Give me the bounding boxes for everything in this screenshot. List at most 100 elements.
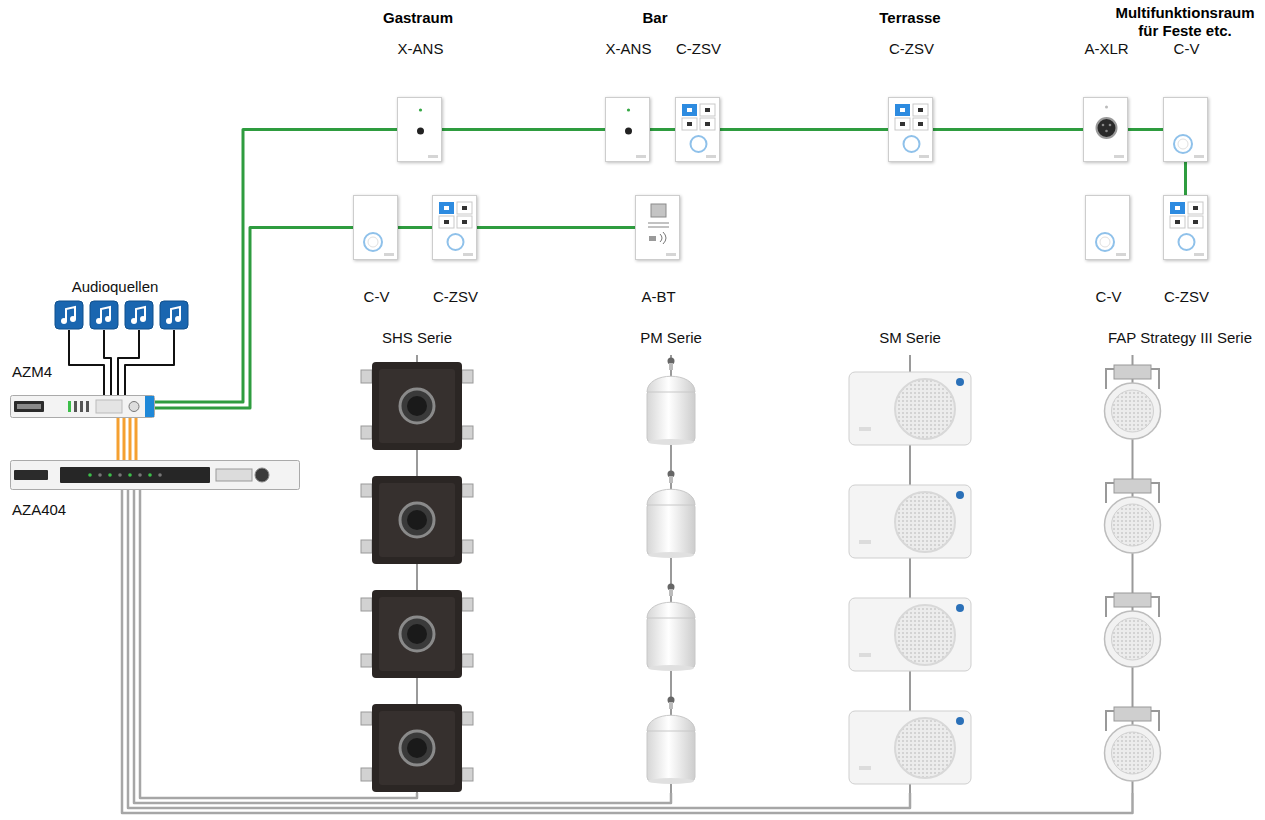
sensor [625, 128, 632, 135]
button-glyph [1175, 220, 1180, 224]
button [700, 104, 715, 116]
cable [122, 490, 1133, 813]
cable [1184, 162, 1187, 195]
xlr-pin [1109, 124, 1112, 127]
mount-bracket [361, 370, 372, 383]
button-glyph [687, 108, 692, 112]
wall-panel: X-ANS [605, 97, 650, 162]
pairing-button [651, 204, 666, 217]
bass-port [859, 653, 871, 657]
level-meter [80, 401, 83, 412]
speaker-port [407, 510, 427, 530]
illustration-group [1174, 135, 1204, 158]
bluetooth-symbol [649, 236, 656, 241]
button [1188, 216, 1203, 228]
panel-label: X-ANS [606, 40, 652, 58]
audio-source-icon [55, 301, 83, 329]
device-illustration [1100, 355, 1165, 793]
speaker-baffle [379, 711, 455, 785]
speaker-grille [1112, 504, 1154, 546]
status-led [118, 473, 122, 477]
speaker-grille [1112, 390, 1154, 432]
room-heading: Bar [642, 9, 667, 27]
pendant-body [647, 503, 695, 555]
illustration-group [11, 396, 155, 418]
button [913, 118, 928, 130]
button [439, 202, 454, 214]
audio-source-icon [160, 301, 188, 329]
mount-bracket [462, 768, 473, 781]
music-note [61, 318, 67, 324]
device-illustration [55, 300, 188, 330]
panel-faceplate [1164, 98, 1207, 161]
cable [933, 128, 1083, 131]
illustration-group [647, 355, 695, 793]
pendant-base [648, 439, 694, 445]
button-glyph [444, 206, 449, 210]
mount-bracket [462, 540, 473, 553]
brand-badge [956, 717, 964, 725]
mount-bracket [462, 370, 473, 383]
volume-knob [1100, 237, 1110, 247]
level-meter [68, 401, 71, 412]
brand-badge [956, 491, 964, 499]
device-label: Audioquellen [72, 278, 159, 296]
volume-knob [1096, 233, 1114, 251]
wall-panel: C-V [1085, 195, 1130, 260]
speaker-body [372, 704, 462, 792]
speaker-column: SM Serie [845, 355, 975, 793]
speaker-body [372, 476, 462, 564]
panel-logo [1114, 155, 1124, 158]
cable [720, 128, 888, 131]
panel-faceplate [1164, 196, 1207, 259]
volume-knob [1178, 139, 1188, 149]
music-note [140, 316, 146, 322]
panel-faceplate [398, 98, 441, 161]
device-housing [11, 396, 155, 418]
music-note [96, 318, 102, 324]
mount-bracket [462, 484, 473, 497]
music-note [101, 307, 110, 321]
cable [1128, 128, 1163, 131]
pendant-base [648, 665, 694, 671]
print-line [648, 222, 669, 224]
speaker-port [400, 389, 434, 423]
model-plate [216, 469, 252, 481]
device-illustration [359, 355, 475, 793]
speaker-grille [895, 605, 955, 665]
power-button [255, 468, 269, 482]
pendant-body [647, 729, 695, 781]
cable [128, 490, 910, 808]
display [96, 400, 122, 413]
panel-label: C-V [1174, 40, 1200, 58]
status-led [88, 473, 92, 477]
speaker-body [849, 485, 971, 558]
mount-bracket [361, 540, 372, 553]
status-led [138, 473, 142, 477]
panel-faceplate [354, 196, 397, 259]
status-led [419, 108, 422, 111]
amplifier: AZA404 [10, 460, 300, 490]
panel-label: C-ZSV [676, 40, 721, 58]
wall-panel: C-V [353, 195, 398, 260]
hanger [669, 702, 673, 709]
music-note [66, 307, 75, 321]
signal-arc [663, 232, 666, 244]
button [682, 104, 697, 116]
wall-panel: X-ANS [397, 97, 442, 162]
button-glyph [687, 122, 692, 126]
status-led [108, 473, 112, 477]
series-label: SHS Serie [382, 329, 452, 347]
signal-arc [660, 234, 662, 242]
volume-knob [691, 136, 707, 152]
button-glyph [1193, 206, 1198, 210]
panel-logo [919, 155, 929, 158]
mount-bracket [462, 598, 473, 611]
speaker-port [400, 617, 434, 651]
panel-logo [428, 155, 438, 158]
speaker-body [849, 711, 971, 784]
wall-panel: C-ZSV [888, 97, 933, 162]
volume-knob [904, 136, 920, 152]
xlr-pin [1105, 130, 1108, 133]
pendant-dome [647, 602, 695, 618]
